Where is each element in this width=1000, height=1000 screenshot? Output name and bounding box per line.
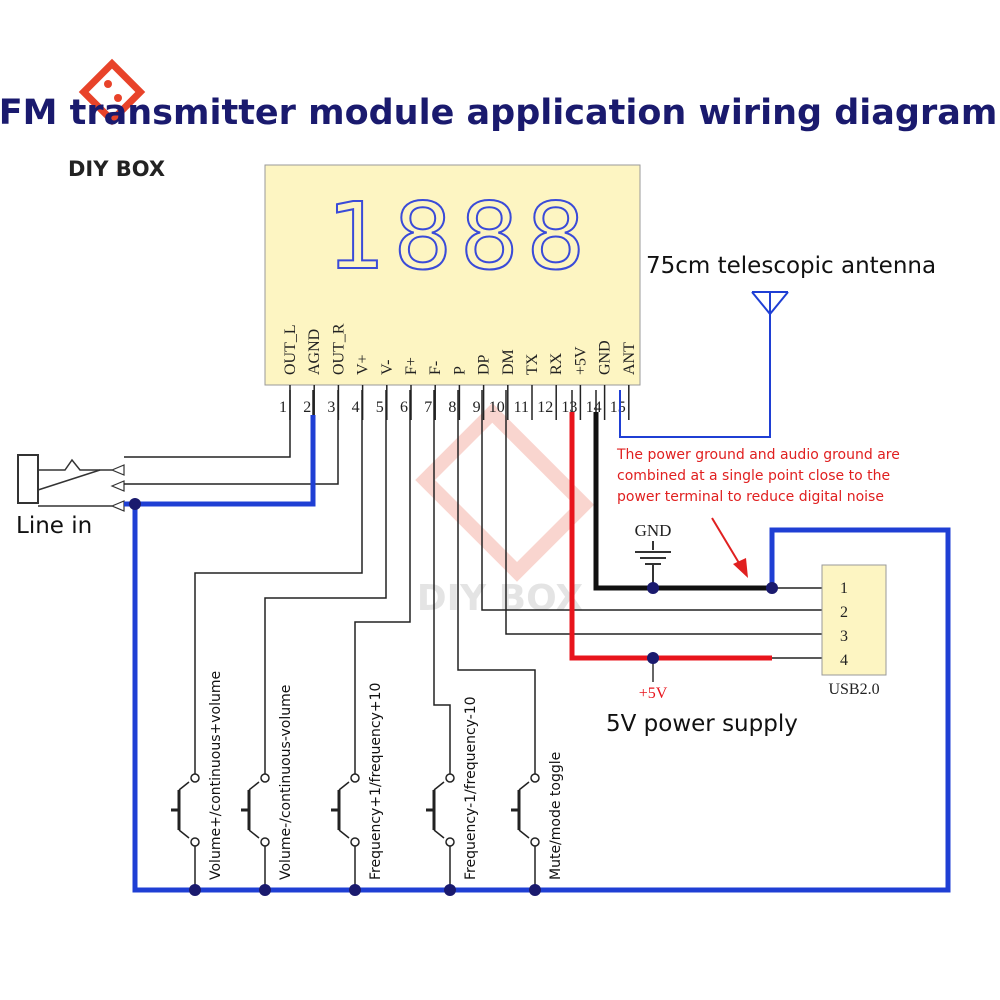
usb-pin-4: 4 — [840, 652, 848, 669]
pin-number: 8 — [448, 399, 456, 416]
pin-number: 2 — [303, 399, 311, 416]
ground-bus — [132, 504, 951, 893]
logo-icon — [78, 58, 146, 126]
audio-jack-icon — [17, 454, 39, 504]
pin-number: 7 — [424, 399, 432, 416]
pin-number: 6 — [400, 399, 408, 416]
gnd-label: GND — [635, 521, 672, 540]
line-in-label: Line in — [16, 513, 92, 539]
junction-dots — [129, 498, 778, 896]
pin-label: V+ — [355, 354, 372, 375]
audio-jack — [17, 454, 125, 512]
brand-logo: DIY BOX — [68, 58, 165, 181]
usb-pin-1: 1 — [840, 580, 848, 597]
push-button-icon — [426, 773, 455, 890]
pin-number: 15 — [610, 399, 626, 416]
button-label: Frequency+1/frequency+10 — [368, 683, 384, 880]
pin-label: OUT_R — [330, 323, 347, 375]
pin-number: 9 — [473, 399, 481, 416]
usb-data-wires — [481, 390, 822, 635]
fm-module — [264, 164, 641, 386]
usb-pin-3: 3 — [840, 628, 848, 645]
antenna-label: 75cm telescopic antenna — [646, 253, 936, 279]
seven-segment-display: 1888 — [327, 183, 593, 290]
plus5v-wire — [569, 412, 772, 661]
pin-label: V- — [379, 360, 396, 375]
pin-label: F+ — [403, 357, 420, 375]
antenna — [619, 291, 789, 438]
usb-connector — [821, 564, 887, 676]
pin-label: TX — [524, 353, 541, 375]
pin-label: +5V — [572, 346, 589, 375]
note-arrow-icon — [711, 517, 748, 578]
page-title: FM transmitter module application wiring… — [0, 93, 997, 133]
note-line-1: The power ground and audio ground are — [616, 447, 900, 463]
pin-label: GND — [597, 340, 614, 375]
watermark: DIY BOX — [415, 402, 595, 619]
pin-number: 11 — [514, 399, 529, 416]
pin-number: 10 — [489, 399, 505, 416]
button-label: Volume+/continuous+volume — [208, 671, 224, 880]
pin-number: 1 — [279, 399, 287, 416]
pin-label: F- — [427, 361, 444, 375]
pin-number: 12 — [537, 399, 553, 416]
button-label: Frequency-1/frequency-10 — [463, 696, 479, 880]
pin-label: P — [451, 366, 468, 375]
pin-label: OUT_L — [282, 324, 299, 375]
plus5v-label: +5V — [639, 685, 668, 702]
push-button-icon — [331, 773, 360, 890]
pin-label: AGND — [306, 329, 323, 375]
ground-symbol-icon — [635, 541, 671, 588]
note-line-2: combined at a single point close to the — [617, 468, 890, 484]
pin-number: 4 — [352, 399, 360, 416]
button-label: Mute/mode toggle — [548, 752, 564, 880]
pin-label: DP — [476, 354, 493, 375]
pin-label: DM — [500, 349, 517, 375]
push-buttons: Volume+/continuous+volume Volume-/continu… — [171, 671, 564, 890]
usb-pin-2: 2 — [840, 604, 848, 621]
note-text: The power ground and audio ground are co… — [616, 447, 900, 505]
pin-number: 5 — [376, 399, 384, 416]
push-button-icon — [241, 773, 270, 890]
logo-text: DIY BOX — [68, 157, 165, 181]
push-button-icon — [511, 773, 540, 890]
button-label: Volume-/continuous-volume — [278, 685, 294, 880]
watermark-text: DIY BOX — [417, 578, 584, 619]
usb-label: USB2.0 — [828, 681, 879, 698]
button-wires — [194, 390, 536, 775]
pin-label: RX — [548, 352, 565, 375]
usb-pins: 1 2 3 4 — [840, 580, 848, 669]
pin-number: 14 — [586, 399, 602, 416]
power-supply-label: 5V power supply — [606, 711, 798, 737]
gnd-wire — [593, 412, 772, 591]
antenna-icon — [751, 291, 771, 315]
pin-label: ANT — [621, 342, 638, 375]
note-line-3: power terminal to reduce digital noise — [617, 489, 884, 505]
pin-number: 13 — [561, 399, 577, 416]
pin-number: 3 — [327, 399, 335, 416]
audio-wires — [124, 390, 339, 507]
push-button-icon — [171, 773, 200, 890]
